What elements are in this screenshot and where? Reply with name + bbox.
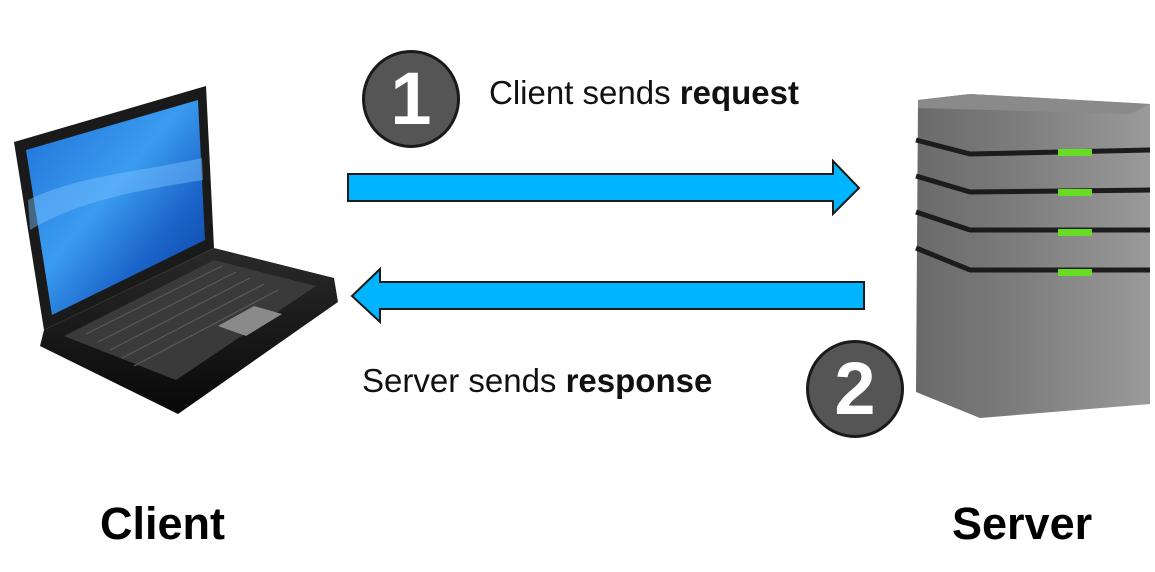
laptop-icon	[14, 86, 338, 414]
client-label: Client	[100, 498, 226, 549]
step-2-emphasis: response	[565, 362, 713, 399]
server-tower-icon	[915, 94, 1151, 418]
server-label: Server	[952, 498, 1093, 549]
step-2-badge: 2	[806, 340, 904, 438]
step-1-badge: 1	[362, 50, 460, 148]
step-1-emphasis: request	[679, 74, 799, 111]
response-arrow	[350, 266, 865, 325]
step-2-text: Server sends	[362, 362, 566, 399]
step-2-caption: Server sends response	[362, 362, 712, 400]
step-1-caption: Client sends request	[489, 74, 799, 112]
step-1-text: Client sends	[489, 74, 680, 111]
request-arrow	[347, 158, 861, 217]
